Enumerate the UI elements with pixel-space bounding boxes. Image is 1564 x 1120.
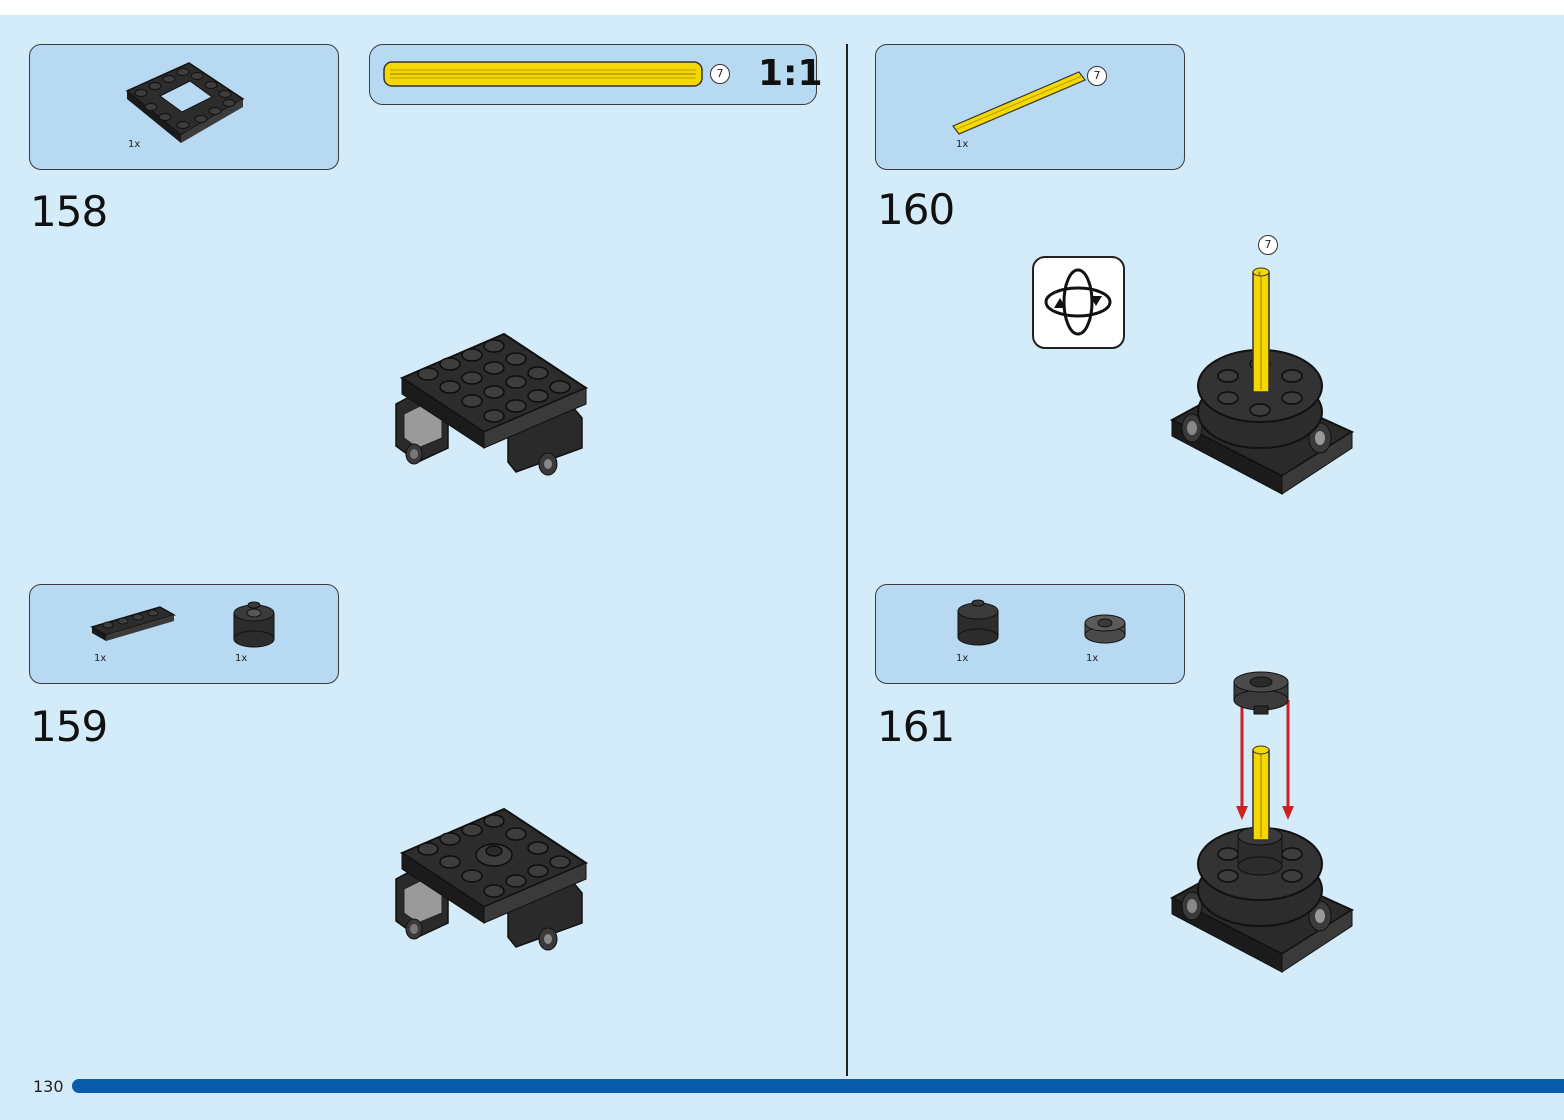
axle-length-callout: 7 bbox=[710, 64, 730, 84]
round-brick-part-icon bbox=[957, 599, 999, 646]
axle-length-callout: 7 bbox=[1087, 66, 1107, 86]
part-qty: 1x bbox=[128, 139, 141, 150]
top-strip bbox=[0, 0, 1564, 15]
parts-box-159: 1x 1x bbox=[29, 584, 339, 684]
axle-1to1-icon bbox=[383, 61, 703, 87]
assembly-model-158 bbox=[395, 332, 589, 476]
scale-reference-box: 7 1:1 bbox=[369, 44, 823, 105]
part-qty: 1x bbox=[94, 653, 107, 664]
round-plate-part-icon bbox=[1084, 614, 1126, 644]
axle-length-callout: 7 bbox=[1258, 235, 1278, 255]
step-number-161: 161 bbox=[877, 702, 955, 751]
plate-1x4-part-icon bbox=[90, 606, 176, 641]
rotate-model-icon bbox=[1032, 256, 1125, 349]
parts-box-161: 1x 1x bbox=[875, 584, 1185, 684]
assembly-model-161 bbox=[1169, 671, 1355, 973]
scale-label: 1:1 bbox=[758, 53, 823, 94]
parts-box-158: 1x bbox=[29, 44, 339, 170]
step-number-159: 159 bbox=[30, 702, 108, 751]
part-qty: 1x bbox=[956, 653, 969, 664]
round-brick-part-icon bbox=[233, 601, 275, 648]
page-number: 130 bbox=[33, 1077, 64, 1096]
page-divider bbox=[846, 44, 848, 1076]
axle-part-icon bbox=[952, 71, 1086, 135]
parts-box-160: 7 1x bbox=[875, 44, 1185, 170]
part-qty: 1x bbox=[1086, 653, 1099, 664]
frame-plate-part-icon bbox=[125, 62, 245, 143]
step-number-158: 158 bbox=[30, 187, 108, 236]
assembly-model-159 bbox=[395, 807, 589, 951]
step-number-160: 160 bbox=[877, 185, 955, 234]
footer-bar bbox=[72, 1079, 1564, 1093]
assembly-model-160: x bbox=[1169, 267, 1355, 495]
part-qty: 1x bbox=[235, 653, 248, 664]
svg-text:x: x bbox=[1257, 269, 1262, 278]
part-qty: 1x bbox=[956, 139, 969, 150]
